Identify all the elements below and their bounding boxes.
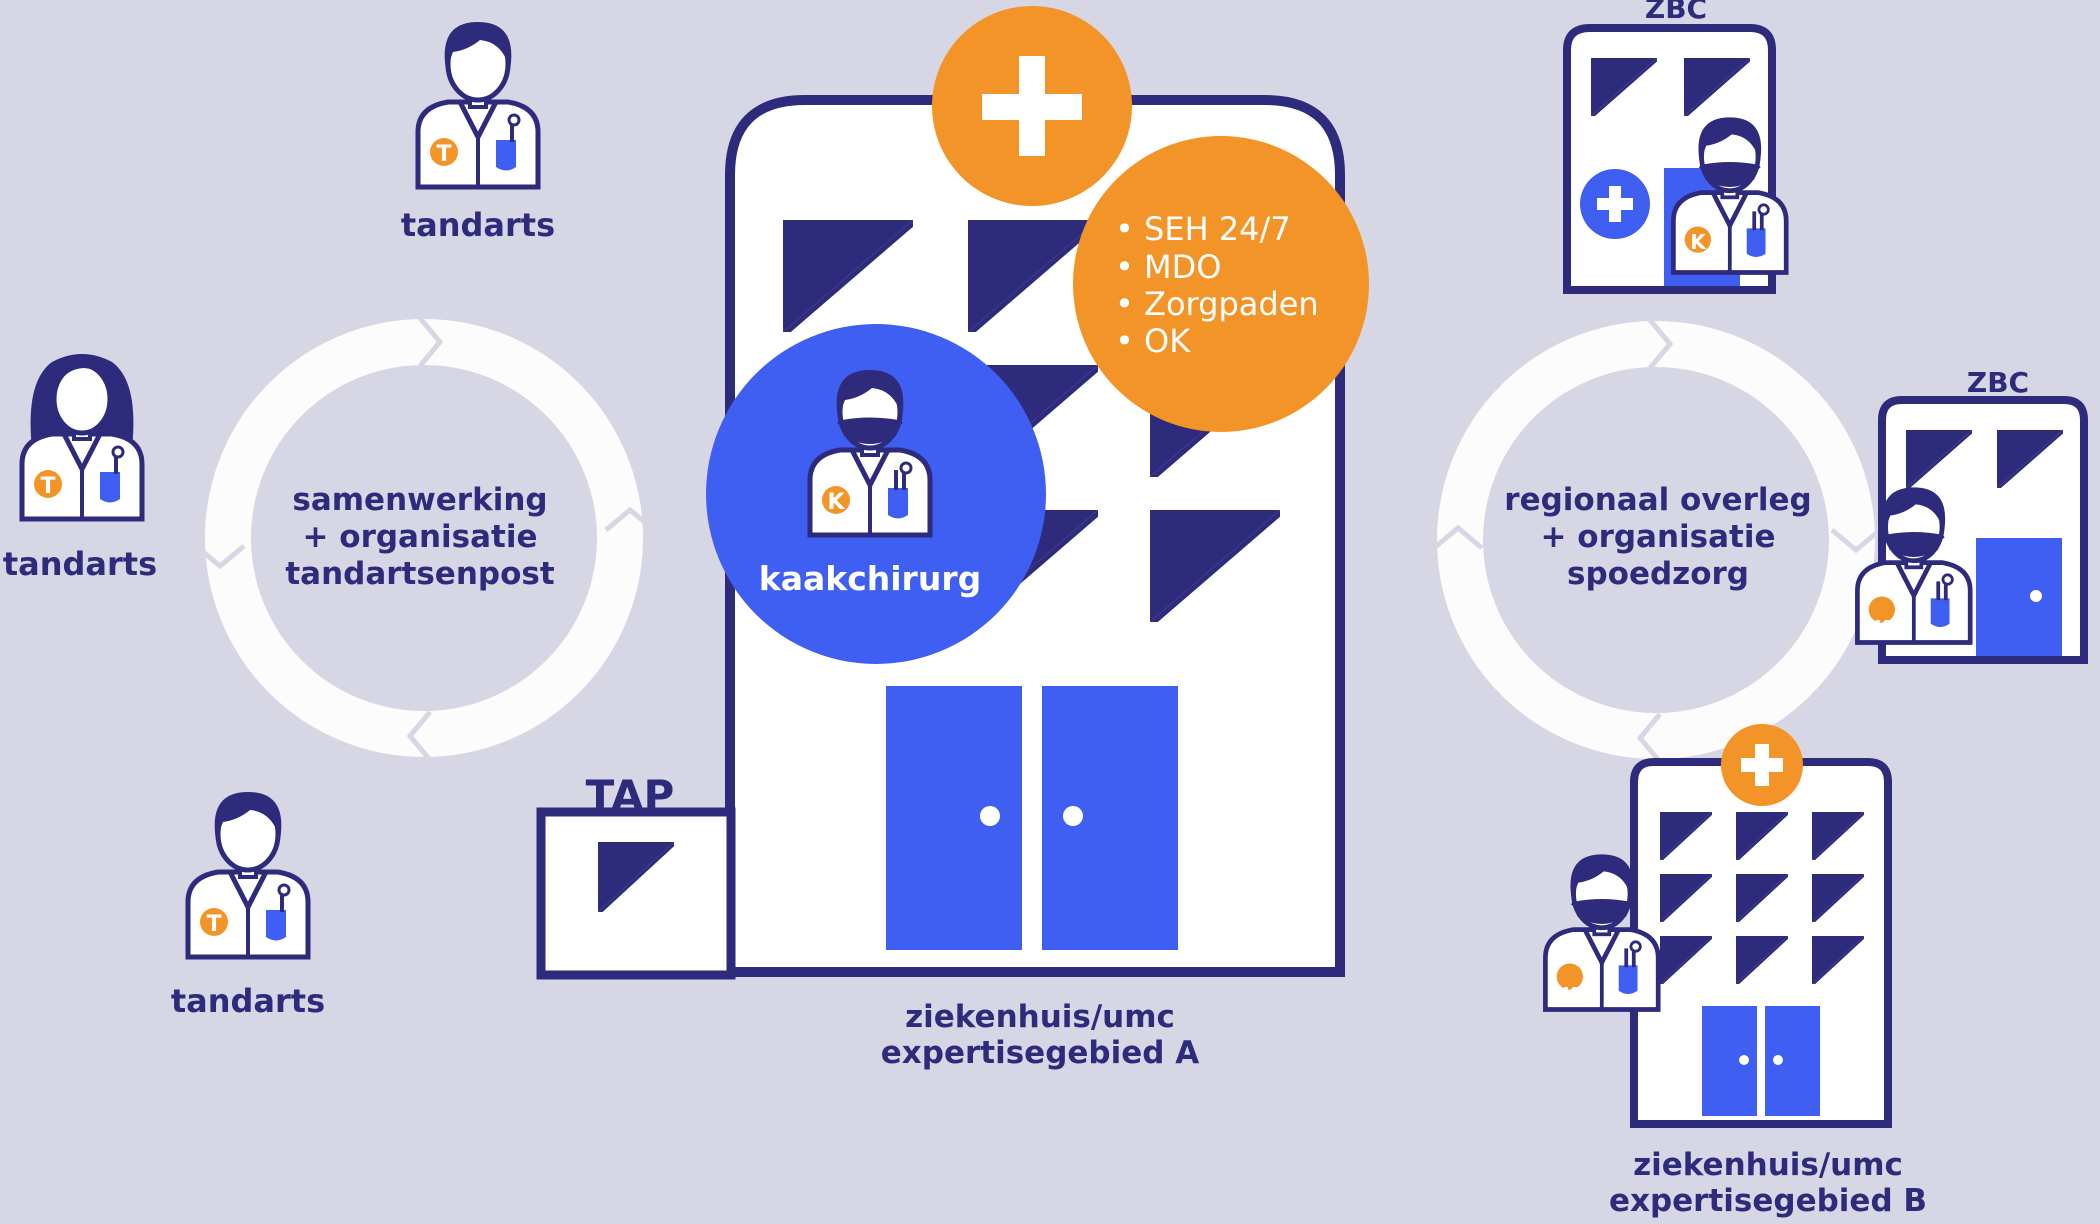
hospital-a-label-line2: expertisegebied A (881, 1035, 1199, 1071)
cycle-arrow-icon (418, 316, 444, 368)
right-cycle-line2: + organisatie (1541, 519, 1776, 555)
window-icon (1736, 874, 1788, 922)
cycle-arrow-icon (194, 544, 246, 570)
window-icon (783, 220, 913, 332)
dentist-badge: T (206, 912, 221, 937)
window-icon (1812, 874, 1864, 922)
window-icon (598, 842, 674, 912)
window-icon (1660, 812, 1712, 860)
hospital-b-door (1702, 1006, 1820, 1116)
zbc-top: ZBC K (1563, 0, 1786, 294)
zbc-label: ZBC (1967, 366, 2029, 399)
window-icon (1150, 510, 1280, 622)
hospital-door (886, 686, 1178, 950)
surgeon-badge: K (827, 490, 845, 515)
tap-building: TAP (536, 771, 736, 980)
surgeon-label: kaakchirurg (759, 559, 981, 598)
surgeon-badge: K (1874, 616, 1891, 640)
left-cycle-line2: + organisatie (303, 519, 538, 555)
service-item: • SEH 24/7 (1115, 210, 1291, 248)
dentist-left: T tandarts (3, 354, 157, 583)
window-icon (1660, 874, 1712, 922)
services-bubble: • SEH 24/7 • MDO • Zorgpaden • OK (1073, 136, 1369, 432)
window-icon (1997, 430, 2063, 488)
cycle-arrow-icon (1830, 528, 1882, 554)
window-icon (1812, 812, 1864, 860)
window-icon (1591, 58, 1657, 116)
left-cycle-line1: samenwerking (292, 482, 547, 518)
cycle-arrow-icon (1636, 712, 1662, 764)
right-cycle-line1: regionaal overleg (1504, 482, 1811, 518)
right-cycle: regionaal overleg + organisatie spoedzor… (1432, 318, 1882, 764)
surgeon-bubble: K kaakchirurg (706, 324, 1046, 664)
cycle-arrow-icon (406, 710, 432, 762)
hospital-b: K ziekenhuis/umc expertisegebied B (1545, 724, 1927, 1219)
left-cycle: samenwerking + organisatie tandartsenpos… (194, 316, 656, 762)
hospital-a-label-line1: ziekenhuis/umc (905, 999, 1175, 1035)
zbc-mid: ZBC K (1857, 366, 2088, 664)
surgeon-badge: K (1562, 983, 1579, 1007)
service-item: • OK (1115, 322, 1191, 360)
cycle-arrow-icon (1648, 318, 1674, 370)
surgeon-badge: K (1690, 230, 1707, 254)
window-icon (1736, 812, 1788, 860)
zbc-door (1976, 538, 2062, 656)
window-icon (1812, 936, 1864, 984)
dentist-bottom: T tandarts (171, 792, 325, 1020)
service-item: • Zorgpaden (1115, 285, 1319, 323)
dentist-label: tandarts (3, 545, 157, 583)
dentist-label: tandarts (171, 982, 325, 1020)
cycle-arrow-icon (1432, 524, 1484, 550)
hospital-b-label-line2: expertisegebied B (1609, 1183, 1927, 1219)
window-icon (1906, 430, 1972, 488)
left-cycle-line3: tandartsenpost (285, 556, 555, 592)
window-icon (1660, 936, 1712, 984)
cycle-arrow-icon (604, 506, 656, 532)
tap-label: TAP (586, 771, 675, 820)
dentist-top: T tandarts (401, 22, 555, 244)
dentist-badge: T (40, 474, 55, 499)
hospital-b-label-line1: ziekenhuis/umc (1633, 1147, 1903, 1183)
window-icon (1684, 58, 1750, 116)
service-item: • MDO (1115, 248, 1221, 286)
dentist-label: tandarts (401, 206, 555, 244)
window-icon (1736, 936, 1788, 984)
hospital-plus-badge (932, 6, 1132, 206)
right-cycle-line3: spoedzorg (1567, 556, 1749, 592)
dentist-badge: T (436, 142, 451, 167)
zbc-label: ZBC (1645, 0, 1707, 25)
